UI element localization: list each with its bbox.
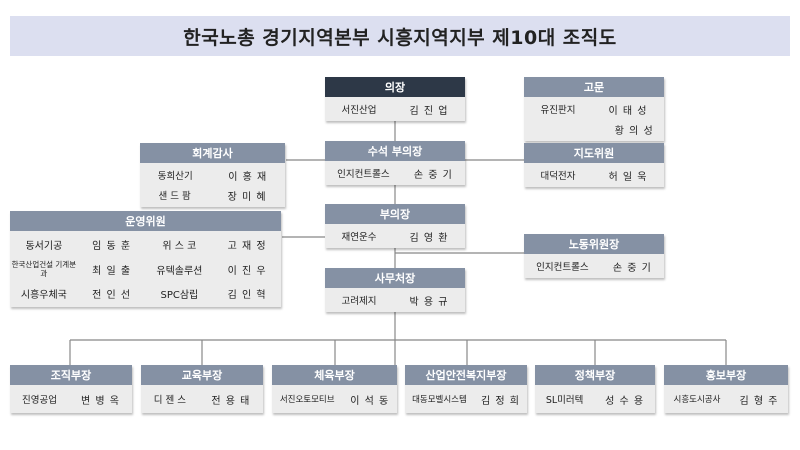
department-box: 교육부장 디 젠 스 전 용 태 xyxy=(141,365,263,413)
department-box: 정책부장 SL미러텍 성 수 용 xyxy=(535,365,655,413)
steering-org: 한국산업건설 기계분과 xyxy=(11,260,77,278)
vice-header: 부의장 xyxy=(325,204,465,224)
labor-committee-header: 노동위원장 xyxy=(524,234,664,254)
vice-name: 김 영 환 xyxy=(409,232,449,244)
department-org: 서진오토모티브 xyxy=(279,395,335,405)
vice-box: 부의장 재연운수 김 영 환 xyxy=(325,204,465,248)
department-box: 체육부장 서진오토모티브 이 석 동 xyxy=(272,365,397,413)
chair-header: 의장 xyxy=(325,77,465,97)
department-name: 이 석 동 xyxy=(350,395,390,407)
department-org: 대동모벨시스템 xyxy=(412,395,467,405)
auditor-org: 동희산기 xyxy=(157,171,193,182)
steering-org: 시흥우체국 xyxy=(20,290,67,301)
guidance-org: 대덕전자 xyxy=(540,171,576,182)
title-bar: 한국노총 경기지역본부 시흥지역지부 제10대 조직도 xyxy=(10,16,790,56)
department-org: 디 젠 스 xyxy=(153,395,186,406)
senior-vice-name: 손 중 기 xyxy=(413,169,453,181)
department-name: 김 형 주 xyxy=(739,395,779,407)
department-box: 조직부장 진영공업 변 병 옥 xyxy=(10,365,132,413)
steering-box: 운영위원 동서기공 임 동 훈 위 스 코 고 재 정 한국산업건설 기계분과 … xyxy=(10,211,281,307)
advisor-name: 황 의 성 xyxy=(614,125,654,137)
department-box: 홍보부장 시흥도시공사 김 형 주 xyxy=(664,365,788,413)
steering-name: 전 인 선 xyxy=(92,290,132,301)
auditor-name: 이 홍 재 xyxy=(228,171,268,183)
advisor-name: 이 태 성 xyxy=(608,105,648,117)
secretary-name: 박 용 규 xyxy=(409,296,449,308)
steering-row: 한국산업건설 기계분과 최 일 출 유텍솔루션 이 진 우 xyxy=(10,256,281,282)
auditor-header: 회계감사 xyxy=(140,143,285,163)
department-header: 조직부장 xyxy=(10,365,132,385)
steering-name: 김 인 혁 xyxy=(227,290,267,301)
senior-vice-org: 인지컨트롤스 xyxy=(337,169,390,180)
steering-name: 이 진 우 xyxy=(227,265,267,277)
department-header: 홍보부장 xyxy=(664,365,788,385)
steering-row: 시흥우체국 전 인 선 SPC삼립 김 인 혁 xyxy=(10,282,281,305)
advisor-org: 유진판지 xyxy=(540,105,576,116)
guidance-box: 지도위원 대덕전자 허 일 욱 xyxy=(524,143,664,187)
senior-vice-header: 수석 부의장 xyxy=(325,141,465,161)
steering-name: 임 동 훈 xyxy=(92,241,132,252)
steering-name: 고 재 정 xyxy=(227,241,267,252)
chair-box: 의장 서진산업 김 진 업 xyxy=(325,77,465,121)
senior-vice-box: 수석 부의장 인지컨트롤스 손 중 기 xyxy=(325,141,465,185)
labor-committee-box: 노동위원장 인지컨트롤스 손 중 기 xyxy=(524,234,664,278)
department-org: SL미러텍 xyxy=(545,395,584,406)
secretary-box: 사무처장 고려제지 박 용 규 xyxy=(325,268,465,312)
auditor-org: 샌 드 팜 xyxy=(158,191,191,202)
steering-org: SPC삼립 xyxy=(160,290,199,301)
secretary-header: 사무처장 xyxy=(325,268,465,288)
steering-header: 운영위원 xyxy=(10,211,281,231)
department-box: 산업안전복지부장 대동모벨시스템 김 정 희 xyxy=(405,365,527,413)
department-org: 시흥도시공사 xyxy=(673,395,721,405)
page-title: 한국노총 경기지역본부 시흥지역지부 제10대 조직도 xyxy=(183,26,617,49)
chair-org: 서진산업 xyxy=(341,105,377,116)
secretary-org: 고려제지 xyxy=(341,296,377,307)
department-org: 진영공업 xyxy=(22,395,57,406)
guidance-header: 지도위원 xyxy=(524,143,664,163)
steering-name: 최 일 출 xyxy=(92,265,132,277)
steering-row: 동서기공 임 동 훈 위 스 코 고 재 정 xyxy=(10,233,281,256)
department-name: 전 용 태 xyxy=(211,395,251,407)
auditor-box: 회계감사 동희산기 이 홍 재 샌 드 팜 장 미 혜 xyxy=(140,143,285,207)
department-name: 성 수 용 xyxy=(605,395,645,407)
vice-org: 재연운수 xyxy=(341,232,377,243)
steering-org: 위 스 코 xyxy=(162,241,197,252)
steering-org: 동서기공 xyxy=(25,241,63,252)
advisor-header: 고문 xyxy=(524,77,664,97)
guidance-name: 허 일 욱 xyxy=(608,171,648,183)
department-header: 정책부장 xyxy=(535,365,655,385)
auditor-name: 장 미 혜 xyxy=(227,191,267,203)
steering-org: 유텍솔루션 xyxy=(156,265,203,277)
labor-committee-org: 인지컨트롤스 xyxy=(536,262,589,273)
department-header: 산업안전복지부장 xyxy=(405,365,527,385)
department-name: 변 병 옥 xyxy=(81,395,120,407)
department-name: 김 정 희 xyxy=(480,395,520,407)
chair-name: 김 진 업 xyxy=(409,105,449,117)
department-header: 체육부장 xyxy=(272,365,397,385)
department-header: 교육부장 xyxy=(141,365,263,385)
labor-committee-name: 손 중 기 xyxy=(612,262,652,274)
advisor-box: 고문 유진판지 이 태 성 황 의 성 xyxy=(524,77,664,141)
